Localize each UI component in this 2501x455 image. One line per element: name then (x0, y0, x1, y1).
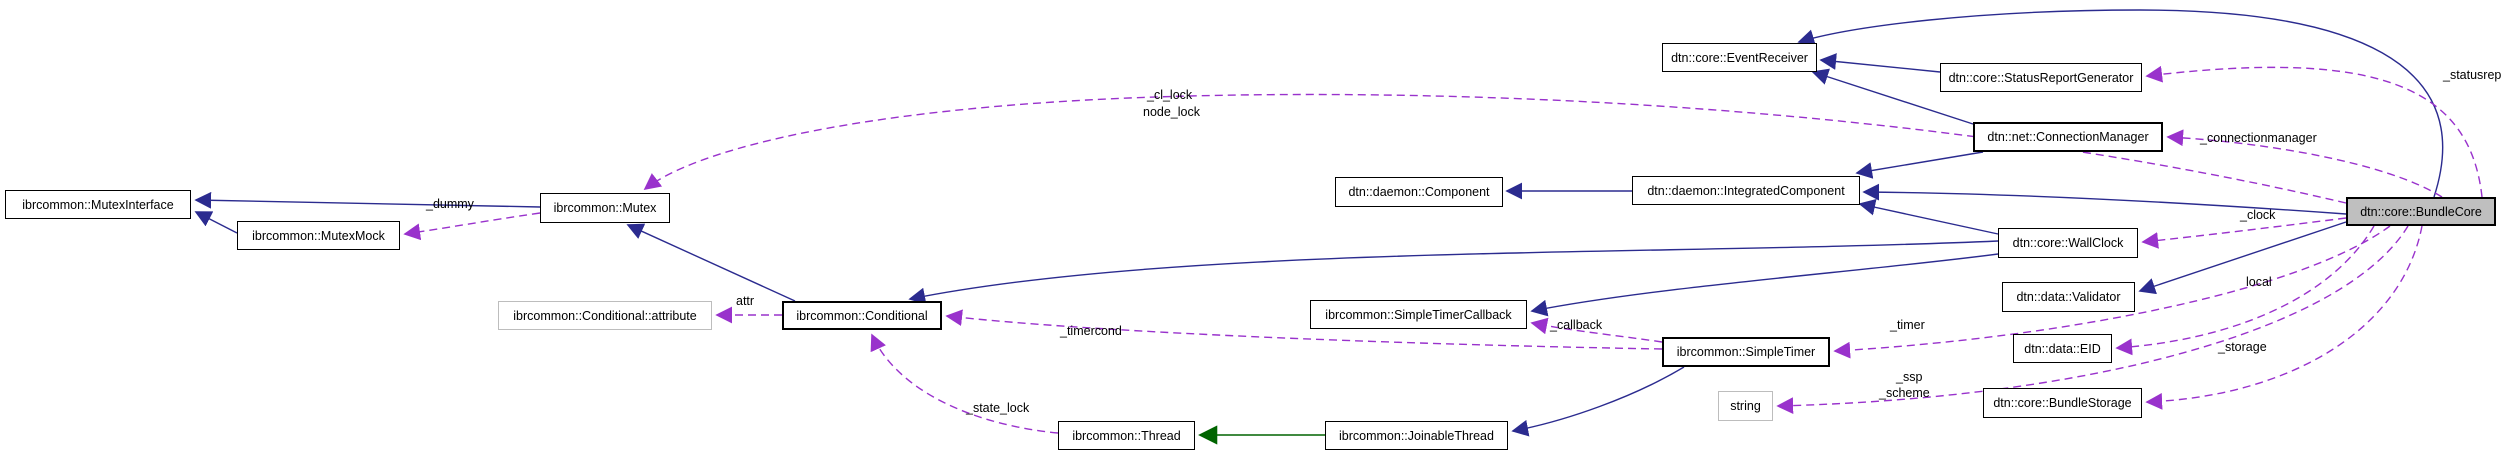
node-string: string (1718, 391, 1773, 421)
edge-inherit-connectionmanager-to-eventreceiver (1811, 68, 1974, 125)
edge-label-attr: attr (736, 294, 755, 308)
edge-label-callback: _callback (1550, 318, 1603, 332)
edge-inherit-bundlecore-to-eventreceiver (1797, 9, 2444, 198)
edge-inherit-bundlecore-to-integratedcomponent (1862, 183, 2347, 215)
node-conditional-attribute: ibrcommon::Conditional::attribute (498, 301, 712, 330)
edge-inherit-wallclock-to-integratedcomponent (1858, 199, 1999, 235)
edge-member-bundlecore-to-mutex-cllock-nodelock (643, 93, 2347, 204)
node-validator[interactable]: dtn::data::Validator (2002, 282, 2135, 312)
edge-label-timer: _timer (1890, 318, 1925, 332)
node-connection-manager[interactable]: dtn::net::ConnectionManager (1973, 122, 2163, 152)
node-joinable-thread[interactable]: ibrcommon::JoinableThread (1325, 421, 1508, 450)
edge-inherit-bundlecore-to-validator (2138, 221, 2347, 295)
edge-inherit-mutex-to-mutexinterface (194, 191, 541, 209)
edge-inherit-wallclock-to-conditional (908, 240, 1999, 305)
node-thread[interactable]: ibrcommon::Thread (1058, 421, 1195, 450)
node-status-report-generator[interactable]: dtn::core::StatusReportGenerator (1940, 63, 2142, 92)
edge-member-bundlecore-to-connectionmanager-connectionmanager (2166, 129, 2443, 198)
node-bundle-core: dtn::core::BundleCore (2346, 197, 2496, 226)
node-event-receiver[interactable]: dtn::core::EventReceiver (1662, 43, 1817, 72)
edge-label-node-lock: node_lock (1143, 105, 1200, 119)
node-simple-timer-callback[interactable]: ibrcommon::SimpleTimerCallback (1310, 300, 1527, 329)
edge-inherit-statusreportgenerator-to-eventreceiver (1819, 53, 1941, 73)
edge-member-mutex-to-mutexmock-dummy (403, 212, 541, 241)
edge-member-simpletimer-to-conditional-timercond (945, 309, 1663, 350)
node-integrated-component[interactable]: dtn::daemon::IntegratedComponent (1632, 176, 1860, 205)
edge-inherit-conditional-to-mutex (626, 223, 796, 302)
edge-member-thread-to-conditional-statelock (870, 333, 1059, 434)
node-conditional[interactable]: ibrcommon::Conditional (782, 301, 942, 330)
node-mutex-interface[interactable]: ibrcommon::MutexInterface (5, 190, 191, 219)
node-wall-clock[interactable]: dtn::core::WallClock (1998, 228, 2138, 258)
edge-member-bundlecore-to-statusreportgenerator-statusreportgen (2145, 65, 2483, 198)
edge-inherit-wallclock-to-simpletimercallback (1530, 253, 1999, 317)
node-eid[interactable]: dtn::data::EID (2013, 334, 2112, 363)
edge-member-bundlecore-to-eid-local (2115, 225, 2375, 356)
edge-member-simpletimer-to-simpletimercallback-callback (1530, 317, 1663, 343)
edge-label-dummy: _dummy (426, 197, 474, 211)
edge-member-bundlecore-to-simpletimer-timer (1833, 225, 2391, 359)
edge-label-timercond: _timercond (1060, 324, 1122, 338)
edge-label-state-lock: _state_lock (966, 401, 1030, 415)
edge-inherit-simpletimer-to-joinablethread (1511, 366, 1685, 437)
node-simple-timer[interactable]: ibrcommon::SimpleTimer (1662, 337, 1830, 367)
node-component[interactable]: dtn::daemon::Component (1335, 177, 1503, 207)
edge-label-cl-lock: _cl_lock (1147, 88, 1193, 102)
edge-member-bundlecore-to-string-ssp-scheme (1776, 225, 2409, 415)
edge-label-storage: _storage (2218, 340, 2267, 354)
edge-label-ssp: _ssp (1896, 370, 1923, 384)
node-mutex[interactable]: ibrcommon::Mutex (540, 193, 670, 223)
edge-member-bundlecore-to-wallclock-clock (2141, 217, 2347, 249)
node-bundle-storage[interactable]: dtn::core::BundleStorage (1983, 388, 2142, 418)
node-mutex-mock[interactable]: ibrcommon::MutexMock (237, 221, 400, 250)
edge-member-bundlecore-to-bundlestorage-storage (2145, 225, 2423, 410)
edge-label-statusreportgen: _statusreportgen (2443, 68, 2501, 82)
edge-label-local: local (2246, 275, 2272, 289)
edge-inherit-connectionmanager-to-integratedcomponent (1855, 151, 1984, 179)
edge-label-connectionmanager: _connectionmanager (2200, 131, 2317, 145)
edge-label-clock: _clock (2240, 208, 2276, 222)
edge-label-scheme: _scheme (1879, 386, 1930, 400)
edge-inherit-mutexmock-to-mutexinterface (194, 211, 238, 234)
